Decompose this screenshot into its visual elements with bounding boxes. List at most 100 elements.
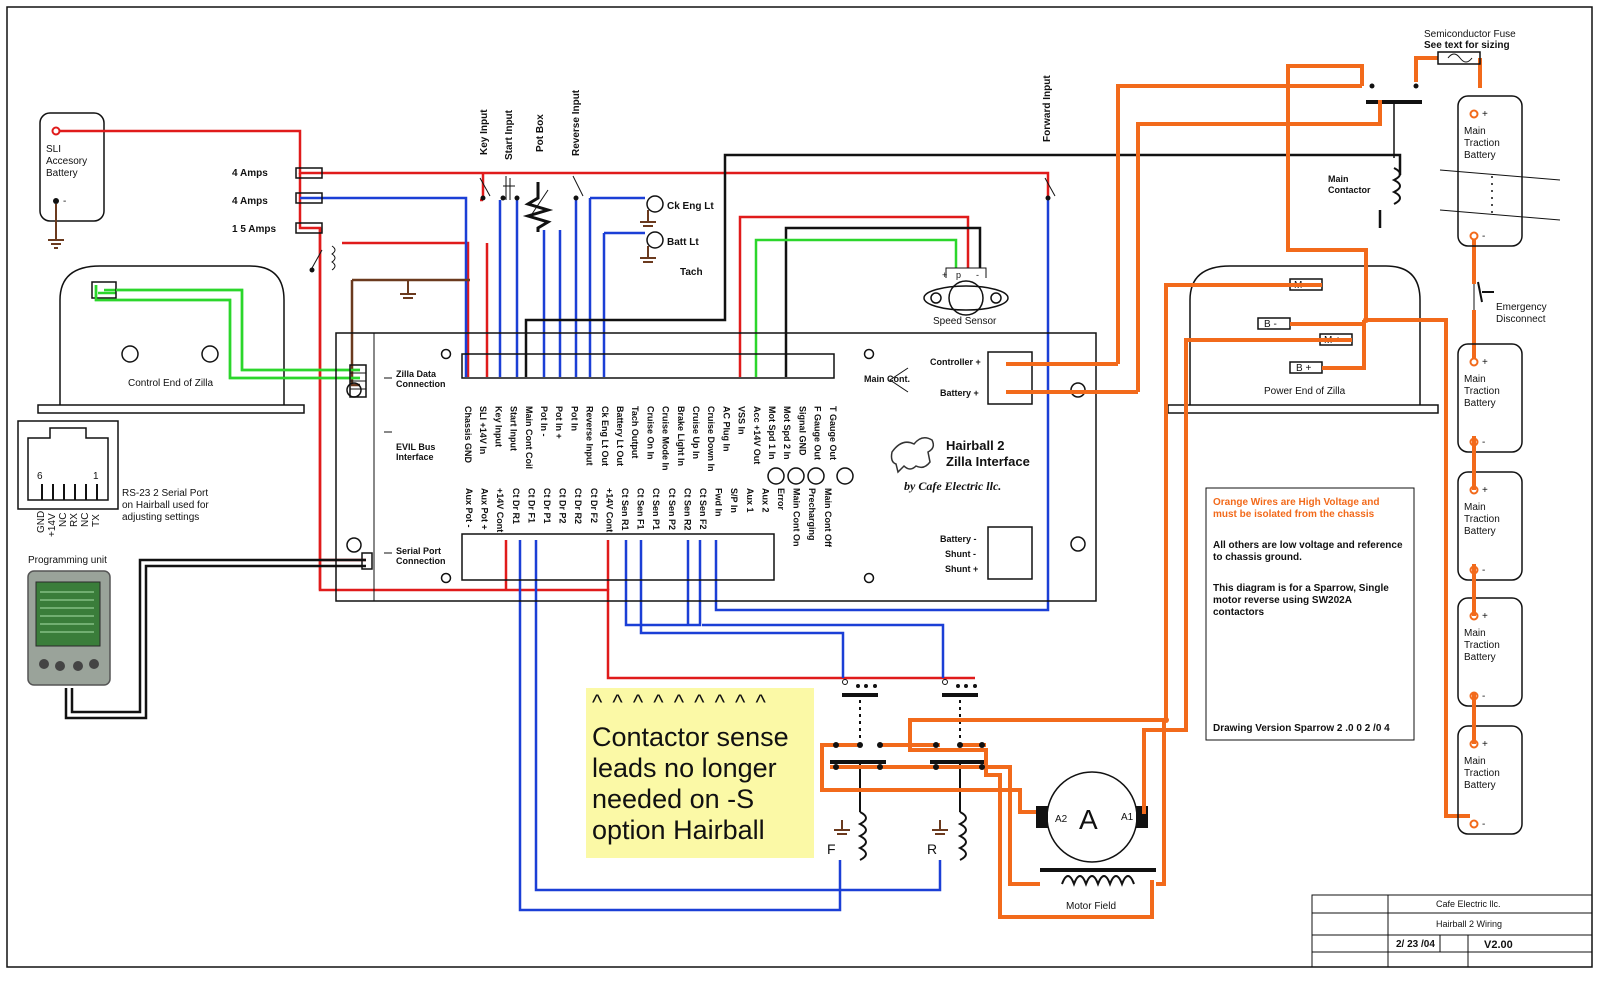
dinosaur-logo-icon <box>890 437 935 474</box>
svg-text:Connection: Connection <box>396 556 446 566</box>
reversing-contactors: F R <box>827 679 986 861</box>
input-labels: Key Input Start Input Pot Box Reverse In… <box>479 75 1053 160</box>
sticky-message: Contactor sense leads no longer needed o… <box>592 722 789 845</box>
pin-label: Ct Sen F1 <box>636 488 646 530</box>
pin-label: AC Plug In <box>721 406 731 452</box>
ck-eng-label: Ck Eng Lt <box>667 201 714 212</box>
titleblock-version: V2.00 <box>1484 939 1513 951</box>
drawing-version: Drawing Version Sparrow 2 .0 0 2 /0 4 <box>1213 723 1390 734</box>
pin-label: +14V Cont <box>495 488 505 532</box>
pin-label: SLI +14V In <box>478 406 488 454</box>
svg-text:Battery -: Battery - <box>940 534 977 544</box>
traction-battery-label: Battery <box>1464 150 1496 161</box>
pin-label: Pot In - <box>539 406 549 437</box>
pin-label: Key Input <box>493 406 503 447</box>
pin-label: Mot Spd 2 In <box>782 406 792 460</box>
svg-text:TX: TX <box>91 514 102 527</box>
titleblock-company: Cafe Electric llc. <box>1436 899 1501 909</box>
svg-text:See text for sizing: See text for sizing <box>1424 40 1510 51</box>
svg-text:Battery +: Battery + <box>940 388 979 398</box>
svg-text:-: - <box>976 270 979 280</box>
pin-label: Chassis GND <box>463 406 473 464</box>
pin-label: Cruise Up In <box>691 406 701 459</box>
pin-label: Ct Dr P2 <box>558 488 568 524</box>
pin-label: Main Cont On <box>792 488 802 547</box>
programming-unit: Programming unit <box>27 555 111 686</box>
pin-label: Pot In <box>569 406 579 431</box>
titleblock-title: Hairball 2 Wiring <box>1436 919 1502 929</box>
motor-field-label: Motor Field <box>1066 901 1116 912</box>
pin-label: Aux 2 <box>760 488 770 513</box>
svg-text:Zilla Interface: Zilla Interface <box>946 454 1030 469</box>
indicator-lamps: Ck Eng Lt Batt Lt Tach <box>646 195 714 278</box>
svg-text:A2: A2 <box>1055 814 1068 825</box>
pin-label: Battery Lt Out <box>615 406 625 466</box>
pin-label: Main Cont Coil <box>524 406 534 469</box>
svg-text:Connection: Connection <box>396 379 446 389</box>
pin-label: Aux Pot + <box>480 488 490 530</box>
battery-terminal-label: + <box>1482 357 1488 368</box>
traction-battery-label: Main <box>1464 756 1486 767</box>
pin-label: Fwd In <box>714 488 724 517</box>
top-connector <box>461 353 835 379</box>
hairball-title: Hairball 2 <box>946 438 1005 453</box>
contactor-f-label: F <box>827 841 836 857</box>
battery-terminal-label: - <box>1482 565 1485 576</box>
pin-label: F Gauge Out <box>813 406 823 460</box>
batt-lt-label: Batt Lt <box>667 237 699 248</box>
svg-text:adjusting settings: adjusting settings <box>122 512 199 523</box>
svg-text:RX: RX <box>69 513 80 527</box>
pin-label: VSS In <box>737 406 747 435</box>
traction-battery-label: Traction <box>1464 768 1500 779</box>
pin-label: Cruise Down In <box>706 406 716 472</box>
svg-text:motor reverse using SW202A: motor reverse using SW202A <box>1213 595 1352 606</box>
serial-port-label: Serial Port <box>396 546 441 556</box>
key-input-label: Key Input <box>479 109 490 155</box>
traction-battery-label: Battery <box>1464 398 1496 409</box>
pin-label: Aux Pot - <box>464 488 474 528</box>
battery-terminal-label: - <box>1482 437 1485 448</box>
svg-text:-: - <box>63 196 66 207</box>
evil-bus-label: EVIL Bus <box>396 442 435 452</box>
svg-text:NC: NC <box>58 513 69 527</box>
main-contactor: Main Contactor <box>1328 83 1422 205</box>
svg-text:B -: B - <box>1264 319 1277 330</box>
pin-label: Ct Dr R2 <box>573 488 583 524</box>
pin-label: Ct Sen F2 <box>698 488 708 530</box>
svg-text:B +: B + <box>1296 363 1311 374</box>
semiconductor-fuse: Semiconductor Fuse See text for sizing <box>1424 29 1516 65</box>
battery-terminal-label: - <box>1482 691 1485 702</box>
fuse-block: 4 Amps 4 Amps 1 5 Amps <box>232 167 323 235</box>
contactor-terminals <box>833 317 1369 770</box>
pin-label: Mot Spd 1 In <box>767 406 777 460</box>
pin-label: Brake Light In <box>676 406 686 466</box>
svg-text:Accesory: Accesory <box>46 156 87 167</box>
svg-text:p: p <box>956 270 961 280</box>
svg-text:contactors: contactors <box>1213 607 1265 618</box>
orange-hv-wires <box>820 56 1482 919</box>
fuse-label-2: 4 Amps <box>232 196 268 207</box>
note-low-voltage: All others are low voltage and reference <box>1213 540 1403 551</box>
battery-terminal-label: - <box>1482 819 1485 830</box>
pin-label: Precharging <box>807 488 817 541</box>
emergency-disconnect-label: Emergency <box>1496 302 1547 313</box>
ground-symbol <box>48 204 64 249</box>
fuse-label-3: 1 5 Amps <box>232 224 277 235</box>
pin-label: Ct Sen P1 <box>651 488 661 530</box>
traction-battery-label: Traction <box>1464 514 1500 525</box>
svg-text:Disconnect: Disconnect <box>1496 314 1546 325</box>
speed-sensor: + p - Speed Sensor <box>923 267 1009 327</box>
svg-text:Shunt -: Shunt - <box>945 549 976 559</box>
blue-wires <box>300 196 1050 912</box>
pin-label: Acc +14V Out <box>752 406 762 464</box>
battery-terminal-label: + <box>1482 611 1488 622</box>
traction-battery-label: Traction <box>1464 640 1500 651</box>
traction-battery-label: Main <box>1464 374 1486 385</box>
svg-text:Battery: Battery <box>46 168 78 179</box>
note-orange-wires: Orange Wires are High Voltage and <box>1213 497 1379 508</box>
pin-label: Reverse Input <box>585 406 595 466</box>
